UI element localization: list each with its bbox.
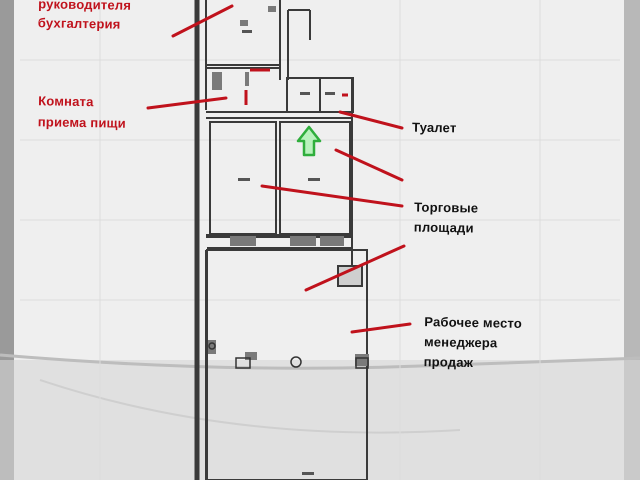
paper-fold-line-2 <box>39 379 461 434</box>
pointer-manager <box>350 322 412 334</box>
label-toilet: Туалет <box>411 119 457 136</box>
pointer-sales-lower <box>304 244 406 292</box>
pointer-dining <box>146 96 228 110</box>
pointer-director <box>171 4 234 38</box>
label-sales-area: Торговые площади <box>413 199 479 236</box>
pointer-sales-left <box>260 184 404 208</box>
annotation-pointers <box>146 4 412 334</box>
wall-blocks <box>208 6 369 366</box>
paper-fold-line <box>0 353 640 370</box>
red-marks <box>244 68 348 105</box>
plan-room-numbers <box>238 30 335 475</box>
pointer-sales-right <box>334 148 404 182</box>
up-arrow-icon <box>296 125 322 157</box>
label-dining-room: Комната приема пищи <box>37 93 127 132</box>
bottom-fold-shadow <box>0 360 640 480</box>
plan-walls <box>194 0 368 480</box>
hall-furniture <box>208 342 369 369</box>
label-director-accounting: руководителя бухгалтерия <box>37 0 132 32</box>
pointer-toilet <box>338 110 404 130</box>
label-manager-workplace: Рабочее место менеджера продаж <box>423 314 523 371</box>
